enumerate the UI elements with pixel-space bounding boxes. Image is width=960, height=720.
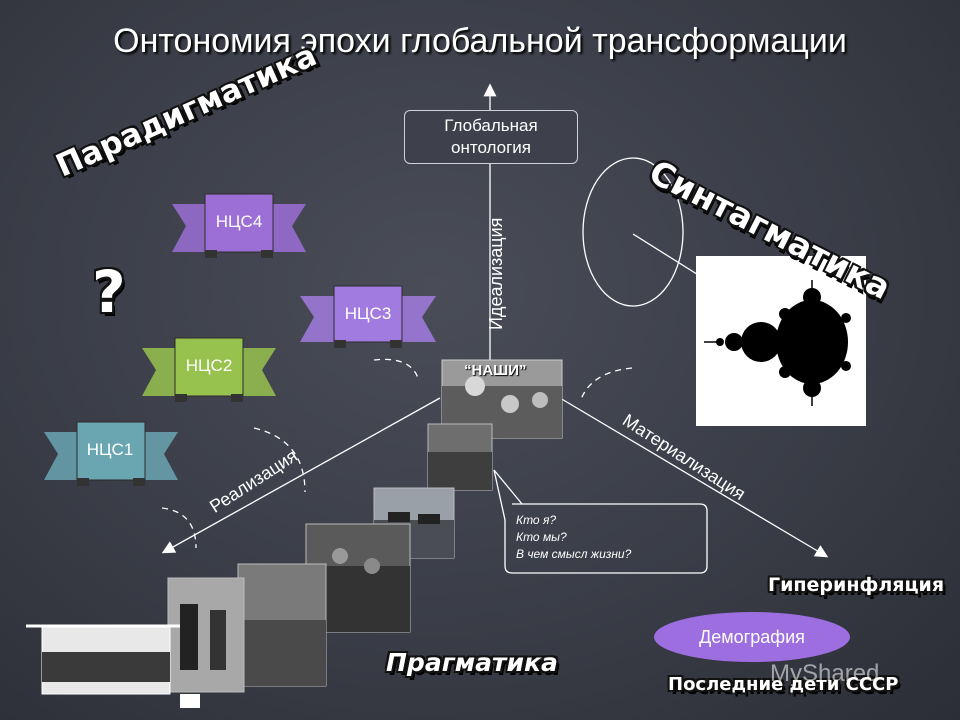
- global-ontology-line2: онтология: [451, 138, 531, 157]
- watermark: MyShared: [770, 660, 880, 687]
- dashed-arc: [373, 358, 419, 379]
- mandelbrot-image: [696, 256, 866, 426]
- dashed-arc: [161, 507, 197, 549]
- materialization-axis: [559, 397, 829, 558]
- global-ontology-line1: Глобальная: [444, 116, 538, 135]
- banner-ncs3: [300, 285, 436, 348]
- photo-collage: [26, 359, 563, 708]
- banner-ncs2-label: НЦС2: [185, 356, 233, 375]
- idealization-label: Идеализация: [486, 217, 506, 330]
- hyperinflation-label: Гиперинфляция: [768, 574, 945, 596]
- dashed-arc: [579, 367, 633, 403]
- speech-bubble: [493, 469, 708, 574]
- nashi-caption: “НАШИ”: [464, 362, 527, 379]
- zoom-pointer: [632, 233, 701, 277]
- last-children-label: Последние дети СССР: [668, 674, 899, 695]
- speech-line-1: Кто я?: [516, 513, 557, 527]
- global-ontology-box: Глобальная онтология: [404, 110, 578, 164]
- banner-ncs2: [142, 337, 276, 402]
- speech-line-3: В чем смысл жизни?: [516, 547, 632, 561]
- banner-ncs4: [172, 193, 306, 258]
- banner-ncs1-label: НЦС1: [86, 440, 134, 459]
- pragmatics-label: Прагматика: [386, 648, 558, 677]
- zoom-circle: [582, 157, 684, 307]
- demography-label: Демография: [699, 627, 805, 647]
- speech-line-2: Кто мы?: [516, 530, 567, 544]
- realization-axis: [161, 397, 441, 554]
- banner-ncs3-label: НЦС3: [344, 304, 392, 323]
- banner-ncs4-label: НЦС4: [215, 212, 263, 231]
- speech-bubble-text: Кто я? Кто мы? В чем смысл жизни?: [516, 512, 631, 563]
- question-mark: ?: [92, 258, 126, 326]
- demography-ellipse: [654, 612, 850, 662]
- banner-ncs1: [44, 421, 178, 486]
- page-title: Онтономия эпохи глобальной трансформации: [113, 22, 847, 60]
- photo-parade: [167, 577, 245, 693]
- dashed-arc: [253, 427, 306, 493]
